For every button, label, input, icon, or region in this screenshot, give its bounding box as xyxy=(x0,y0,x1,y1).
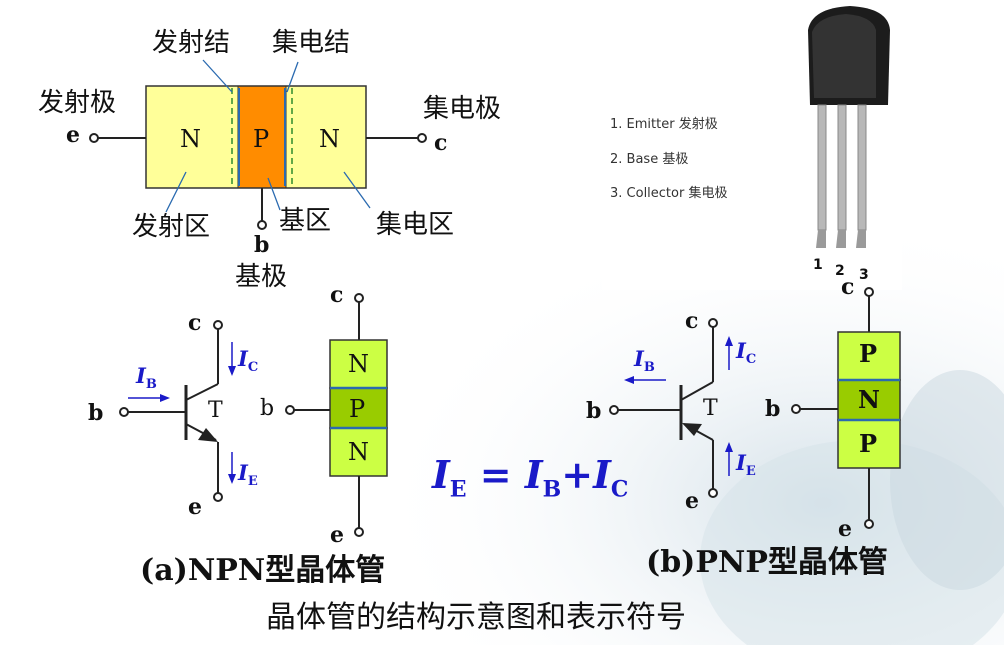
npn-layer-n2: N xyxy=(348,438,369,466)
npn-layer-block xyxy=(285,293,388,537)
c-terminal-label: c xyxy=(434,130,448,156)
structure-diagram xyxy=(89,59,427,230)
npn-block-b-label: b xyxy=(260,396,275,421)
collector-terminal xyxy=(417,133,427,143)
legend-emitter: 1. Emitter 发射极 xyxy=(610,117,718,132)
n-collector-layer-label: N xyxy=(319,125,340,153)
pnp-block-c-label: c xyxy=(841,274,855,300)
e-terminal-label: e xyxy=(66,122,80,148)
base-electrode-label: 基极 xyxy=(235,262,288,292)
n-emitter-layer-label: N xyxy=(180,125,201,153)
npn-caption: (a)NPN型晶体管 xyxy=(140,553,386,588)
pnp-layer-p1: P xyxy=(859,339,878,368)
npn-t-label: T xyxy=(208,398,223,423)
npn-layer-n1: N xyxy=(348,350,369,378)
collector-region-label: 集电区 xyxy=(376,210,455,240)
npn-ib-label: IB xyxy=(136,363,157,393)
collector-junction-label: 集电结 xyxy=(272,28,351,58)
to92-package-photo xyxy=(602,6,902,290)
pnp-c-label: c xyxy=(685,308,699,334)
pnp-t-label: T xyxy=(703,396,718,421)
emitter-junction-label: 发射结 xyxy=(152,28,231,58)
pnp-b-label: b xyxy=(586,398,602,424)
base-terminal xyxy=(257,220,267,230)
pin-3-label: 3 xyxy=(859,267,869,283)
pnp-symbol xyxy=(609,318,733,498)
pnp-ic-label: IC xyxy=(736,338,757,368)
npn-block-e-label: e xyxy=(330,522,344,548)
figure-title: 晶体管的结构示意图和表示符号 xyxy=(266,600,686,635)
legend-collector: 3. Collector 集电极 xyxy=(610,186,728,201)
pnp-layer-block xyxy=(791,287,901,529)
pnp-e-label: e xyxy=(685,488,699,514)
p-base-layer-label: P xyxy=(253,125,270,153)
pin-2-label: 2 xyxy=(835,263,845,279)
pnp-layer-p2: P xyxy=(859,429,878,458)
collector-electrode-label: 集电极 xyxy=(423,94,502,124)
legend-base: 2. Base 基极 xyxy=(610,152,689,167)
pnp-ib-label: IB xyxy=(634,346,655,376)
npn-c-label: c xyxy=(188,310,202,336)
base-region-label: 基区 xyxy=(279,206,332,236)
pin-1-label: 1 xyxy=(813,257,823,273)
npn-layer-p: P xyxy=(349,395,366,423)
npn-symbol xyxy=(119,320,236,502)
npn-ic-label: IC xyxy=(238,346,259,376)
npn-b-label: b xyxy=(88,400,104,426)
b-terminal-label: b xyxy=(254,232,270,258)
npn-ie-label: IE xyxy=(238,460,258,490)
npn-e-label: e xyxy=(188,494,202,520)
pnp-block-e-label: e xyxy=(838,516,852,542)
emitter-region-label: 发射区 xyxy=(132,212,211,242)
current-equation: IE = IB+IC xyxy=(432,452,629,503)
pnp-ie-label: IE xyxy=(736,450,756,480)
pnp-caption: (b)PNP型晶体管 xyxy=(646,545,888,580)
emitter-terminal xyxy=(89,133,99,143)
pnp-layer-n: N xyxy=(858,385,880,414)
pnp-block-b-label: b xyxy=(765,396,781,422)
npn-block-c-label: c xyxy=(330,282,344,308)
emitter-electrode-label: 发射极 xyxy=(38,88,117,118)
